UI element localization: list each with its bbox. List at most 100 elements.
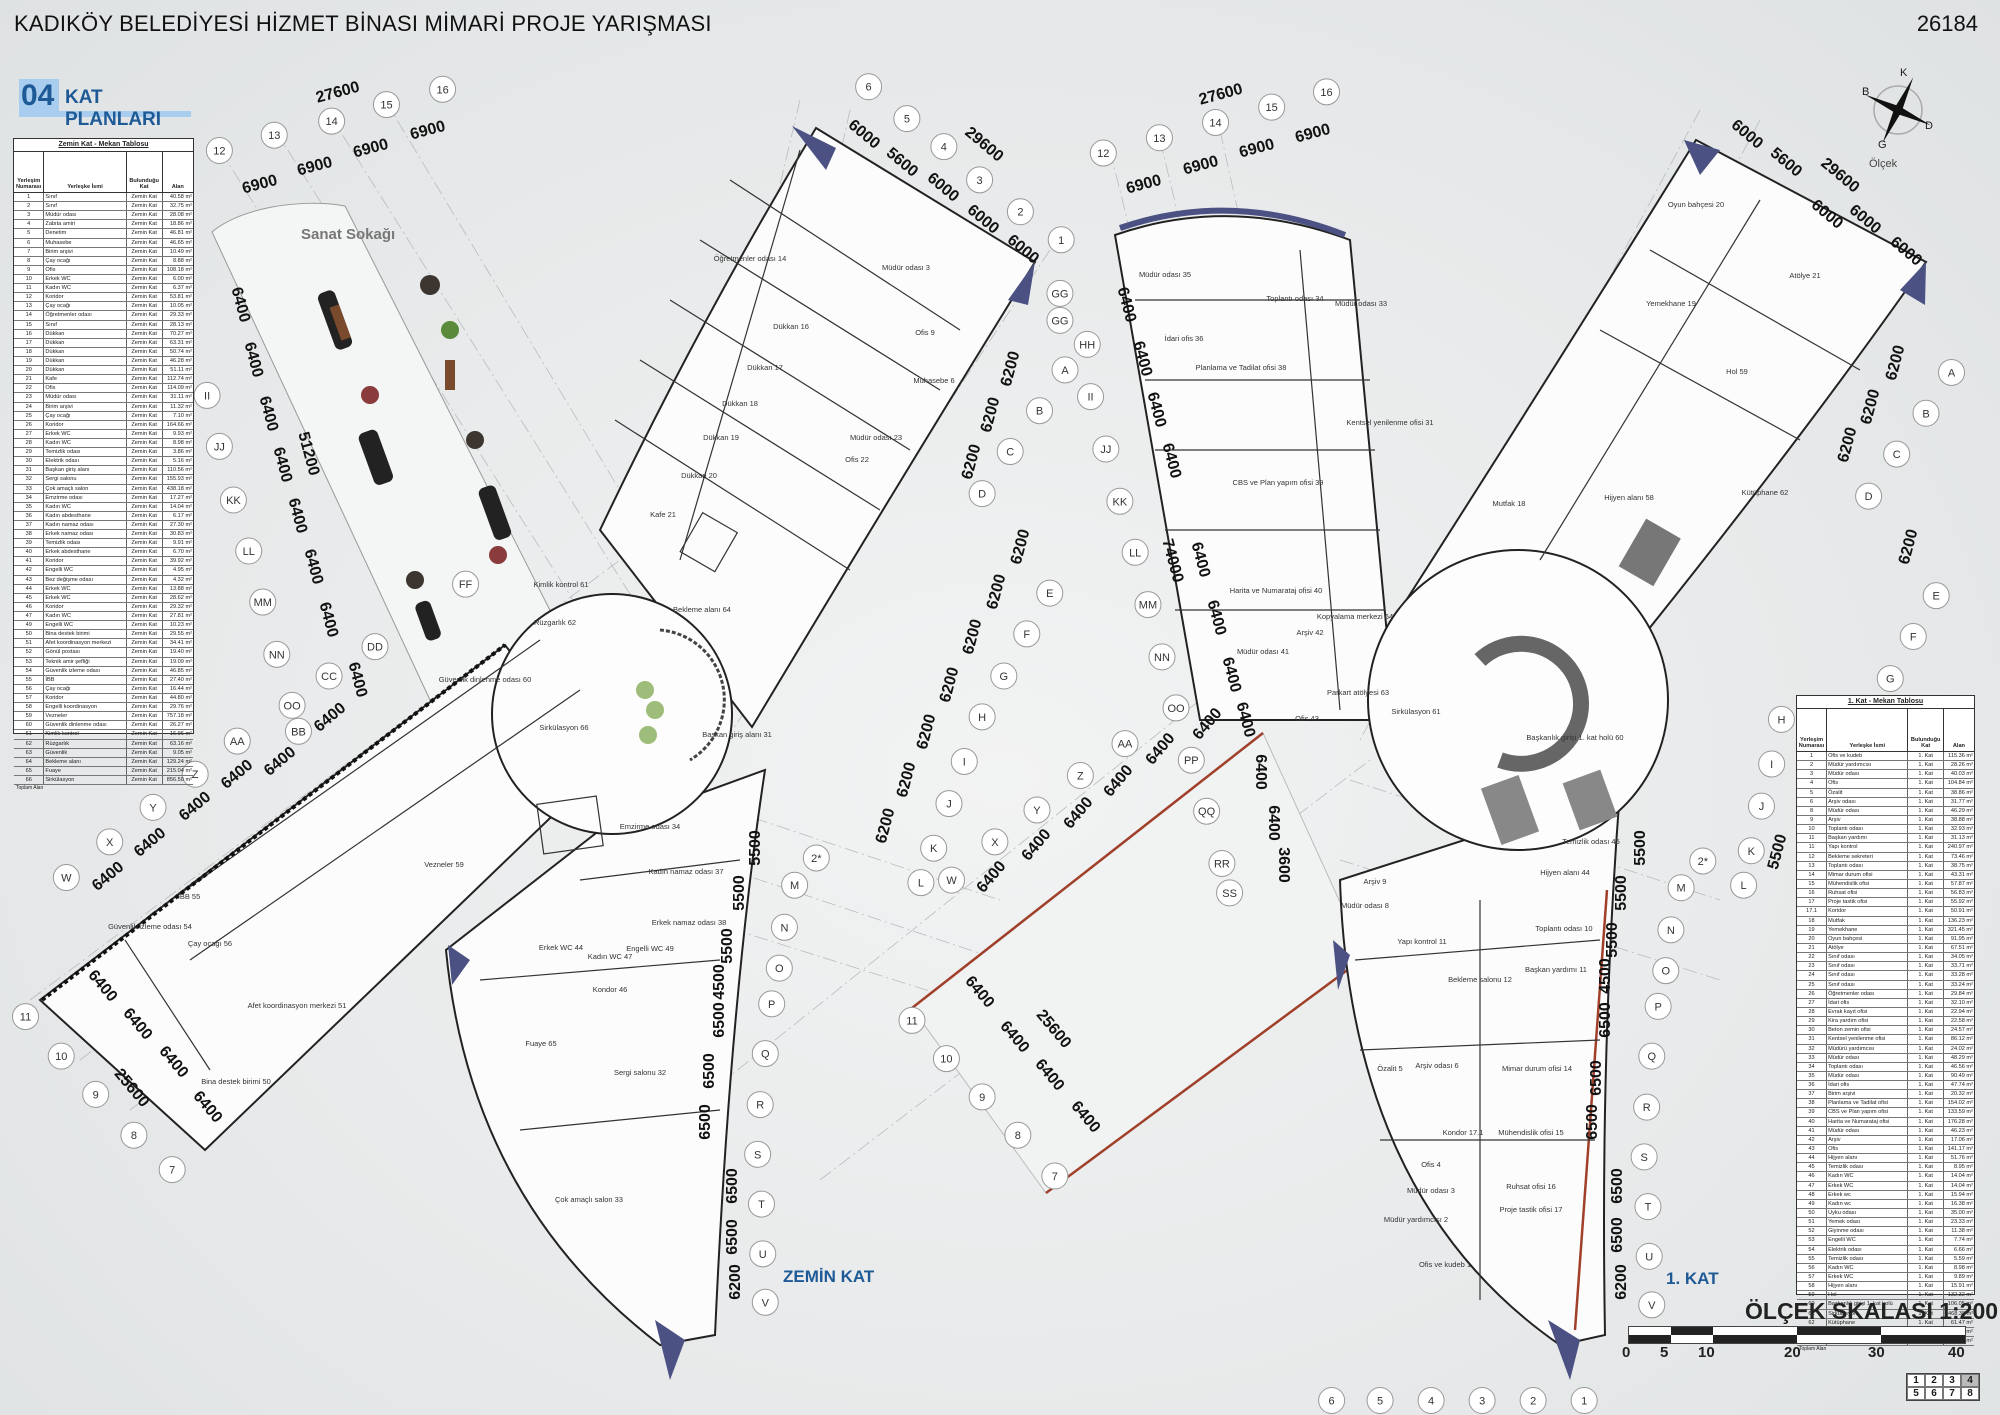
space-name: Müdür odası bbox=[44, 211, 127, 220]
space-floor: 1. Kat bbox=[1908, 797, 1944, 806]
space-area: 7.10 m² bbox=[173, 412, 192, 419]
space-area: 31.11 m² bbox=[170, 394, 192, 401]
grid-bubble: R bbox=[1633, 1093, 1661, 1121]
dimension-label: 6400 bbox=[1265, 805, 1282, 841]
section-underline bbox=[19, 111, 191, 117]
grid-bubble-label: 10 bbox=[55, 1051, 67, 1063]
room-label-group: Erkek WC 44 bbox=[539, 943, 583, 952]
space-floor: 1. Kat bbox=[1908, 1135, 1944, 1145]
space-area: 46.81 m² bbox=[169, 230, 192, 237]
grid-bubble-label: OO bbox=[1167, 703, 1185, 715]
grid-bubble-label: S bbox=[754, 1149, 761, 1161]
space-number: 42 bbox=[14, 566, 45, 575]
dimension-label-group: 6500 bbox=[711, 1002, 728, 1038]
dimension-label-group: 4500 bbox=[711, 964, 728, 1000]
sanat-sokagi-garden bbox=[211, 202, 561, 701]
space-number: 25 bbox=[14, 411, 45, 420]
space-area: 106.05 m² bbox=[1947, 1301, 1973, 1308]
room-label: Dükkan 16 bbox=[773, 322, 809, 331]
grid-bubble: 2 bbox=[1519, 1386, 1547, 1414]
scale-segment bbox=[1713, 1335, 1797, 1343]
dimension-label: 6400 bbox=[270, 445, 296, 484]
grid-bubble-label: 7 bbox=[1052, 1171, 1058, 1183]
space-name: Bekleme alanı bbox=[44, 757, 127, 766]
space-number: 24 bbox=[14, 402, 45, 411]
space-floor: 1. Kat bbox=[1908, 1218, 1944, 1227]
space-number: 59 bbox=[14, 712, 45, 721]
space-floor: 1. Kat bbox=[1908, 1126, 1944, 1135]
space-floor: 1. Kat bbox=[1908, 1291, 1944, 1300]
space-name: Giyinme odası bbox=[1827, 1227, 1909, 1236]
grid-bubble: 2 bbox=[1006, 198, 1034, 226]
space-number: 45 bbox=[14, 593, 45, 602]
space-area: 91.95 m² bbox=[1950, 935, 1973, 942]
space-number: 43 bbox=[1797, 1145, 1828, 1154]
room-label-group: Müdür odası 8 bbox=[1341, 901, 1389, 910]
room-label: Arşiv 42 bbox=[1296, 628, 1323, 637]
space-area: 6.66 m² bbox=[1953, 1246, 1973, 1253]
space-area: 32.93 m² bbox=[1950, 826, 1973, 833]
room-label-group: Sirkülasyon 66 bbox=[539, 723, 588, 732]
space-area: 164.66 m² bbox=[166, 421, 192, 428]
space-floor: Zemin Kat bbox=[127, 438, 163, 448]
space-number: 30 bbox=[14, 457, 45, 466]
room-label-group: Müdür odası 3 bbox=[882, 263, 930, 272]
scale-segment bbox=[1629, 1335, 1671, 1343]
space-name: Yemek odası bbox=[1827, 1218, 1909, 1227]
dimension-label-group: 3600 bbox=[1275, 847, 1292, 883]
grid-bubble-circle bbox=[47, 1042, 75, 1070]
grid-bubble: B bbox=[1912, 399, 1940, 427]
grid-bubble-label: 12 bbox=[213, 146, 225, 158]
sheet-index-cell: 6 bbox=[1925, 1387, 1943, 1400]
dimension-label: 6500 bbox=[1609, 1217, 1626, 1253]
room-label-group: Ruhsat ofisi 16 bbox=[1506, 1182, 1556, 1191]
space-name: Erkek namaz odası bbox=[44, 530, 127, 539]
grid-bubble: 7 bbox=[158, 1156, 186, 1184]
space-area: 6.17 m² bbox=[173, 512, 192, 519]
space-floor: Zemin Kat bbox=[127, 457, 163, 466]
dimension-label: 6200 bbox=[894, 760, 920, 799]
space-number: 58 bbox=[14, 703, 45, 712]
room-label-group: Sirkülasyon 61 bbox=[1391, 707, 1440, 716]
space-area: 48.29 m² bbox=[1950, 1054, 1973, 1061]
space-floor: Zemin Kat bbox=[127, 730, 163, 739]
space-area: 141.17 m² bbox=[1947, 1146, 1973, 1153]
room-label-group: Kütüphane 62 bbox=[1742, 488, 1789, 497]
grid-bubble: 9 bbox=[82, 1080, 110, 1108]
space-area: 176.28 m² bbox=[1947, 1118, 1973, 1125]
grid-bubble: X bbox=[981, 828, 1009, 856]
space-number: 16 bbox=[14, 329, 45, 338]
dimension-label: 6900 bbox=[408, 118, 447, 144]
grid-bubble-circle bbox=[1046, 306, 1074, 334]
space-floor: Zemin Kat bbox=[127, 393, 163, 402]
dimension-label-group: 6200 bbox=[1896, 527, 1922, 566]
space-number: 47 bbox=[1797, 1181, 1828, 1190]
space-name: Sirkülasyon bbox=[1827, 1309, 1909, 1318]
grid-bubble-label: BB bbox=[291, 726, 306, 738]
grid-bubble-circle bbox=[260, 121, 288, 149]
grid-bubble-label: B bbox=[1922, 408, 1929, 420]
space-number: 12 bbox=[1797, 852, 1828, 861]
space-floor: 1. Kat bbox=[1908, 1227, 1944, 1236]
space-floor: 1. Kat bbox=[1908, 1254, 1944, 1263]
grid-bubble-label: Y bbox=[1033, 805, 1041, 817]
space-name: Müdür yardımcısı bbox=[1827, 761, 1909, 770]
scale-tick: 40 bbox=[1948, 1344, 1965, 1361]
space-name: Elektrik odası bbox=[1827, 1245, 1909, 1254]
room-label: Muhasebe 6 bbox=[913, 376, 954, 385]
grid-bubble-circle bbox=[855, 73, 883, 101]
space-area: 321.45 m² bbox=[1947, 926, 1973, 933]
space-number: 25 bbox=[1797, 980, 1828, 989]
space-number: 28 bbox=[1797, 1007, 1828, 1017]
space-area: 50.91 m² bbox=[1950, 908, 1973, 915]
room-label-group: Müdür odası 35 bbox=[1139, 270, 1191, 279]
grid-bubble-circle bbox=[1193, 797, 1221, 825]
dimension-label: 6500 bbox=[1597, 1002, 1614, 1038]
grid-bubble: 3 bbox=[966, 166, 994, 194]
grid-bubble: HH bbox=[1073, 330, 1101, 358]
grid-bubble: O bbox=[1652, 957, 1680, 985]
